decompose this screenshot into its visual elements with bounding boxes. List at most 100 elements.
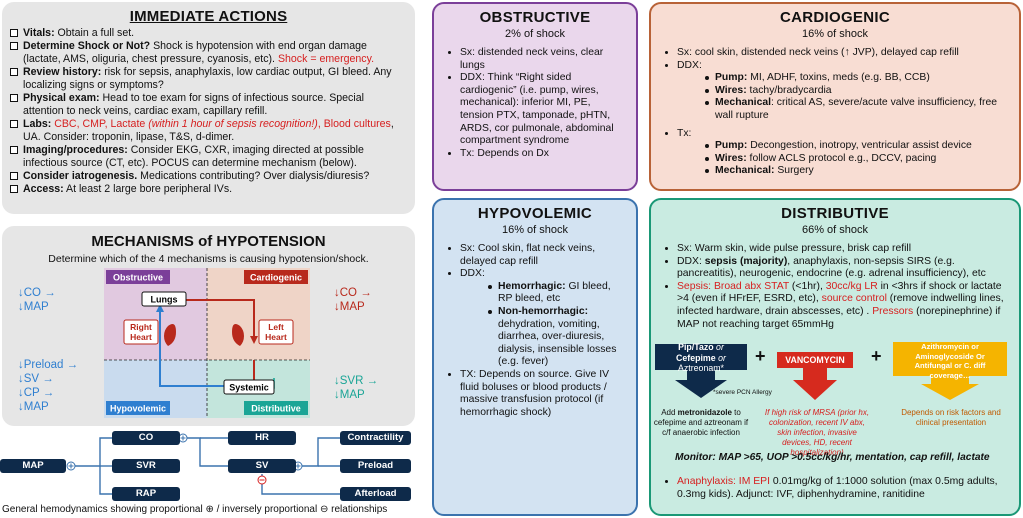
preload-box: Preload (340, 459, 411, 473)
list-item: Mechanical: Surgery (705, 165, 1009, 178)
right-bottom-effects: ↓SVR → ↓MAP (334, 375, 379, 401)
checkbox-icon (10, 120, 18, 128)
checkbox-icon (10, 29, 18, 37)
cardiogenic-label-bg (244, 270, 308, 284)
checklist-item: Access: At least 2 large bore peripheral… (10, 183, 407, 196)
checkbox-icon (10, 172, 18, 180)
immediate-actions-title: IMMEDIATE ACTIONS (129, 8, 288, 25)
checkbox-icon (10, 68, 18, 76)
left-heart-node (258, 319, 294, 345)
mechanisms-diagram: Obstructive Cardiogenic Hypovolemic Dist… (104, 268, 310, 418)
connector-line (99, 466, 112, 495)
anaphylaxis-list: Anaphylaxis: IM EPI 0.01mg/kg of 1:1000 … (661, 476, 1013, 501)
plus-icon (68, 463, 74, 469)
right-top-effects: ↓CO → ↓MAP (334, 287, 372, 313)
hypovolemic-label: Hypovolemic (110, 404, 166, 414)
left-heart-label: Left (268, 322, 284, 332)
checklist-item: Consider iatrogenesis. Medications contr… (10, 170, 407, 183)
obstructive-list: Sx: distended neck veins, clear lungs DD… (444, 47, 626, 160)
checkbox-icon (10, 146, 18, 154)
hypovolemic-pct: 16% of shock (501, 224, 569, 236)
lungs-to-left-heart-arrow (186, 299, 255, 338)
list-item: Sx: cool skin, distended neck veins (↑ J… (677, 47, 1009, 60)
list-item: Wires: follow ACLS protocol e.g., DCCV, … (705, 153, 1009, 166)
distributive-label: Distributive (251, 404, 301, 414)
cardiogenic-label: Cardiogenic (250, 273, 302, 283)
contractility-box: Contractility (340, 431, 411, 445)
lungs-node (141, 291, 187, 307)
list-item: DDX: Pump: MI, ADHF, toxins, meds (e.g. … (677, 60, 1009, 123)
plus-icon (295, 463, 301, 469)
list-item: Tx: Depends on Dx (460, 148, 626, 161)
obstructive-panel: OBSTRUCTIVE 2% of shock Sx: distended ne… (432, 2, 638, 191)
connector-line (180, 437, 228, 467)
hypovolemic-label-bg (106, 401, 170, 415)
cardiogenic-panel: CARDIOGENIC 16% of shock Sx: cool skin, … (649, 2, 1021, 191)
metronidazole-note: Add metronidazole to cefepime and aztreo… (653, 408, 749, 437)
list-item: Sx: Cool skin, flat neck veins, delayed … (460, 243, 626, 268)
co-box: CO (112, 431, 180, 445)
abx-option-1: Pip/Tazo or Cefepime or Aztreonam* (676, 342, 726, 373)
mrsa-note: If high risk of MRSA (prior hx, coloniza… (764, 408, 870, 457)
pcn-allergy-note: *severe PCN Allergy (713, 389, 772, 396)
list-item: Non-hemorrhagic: dehydration, vomiting, … (488, 306, 626, 369)
checkbox-icon (10, 185, 18, 193)
connector-line (296, 437, 340, 467)
checkbox-icon (10, 94, 18, 102)
obstructive-label: Obstructive (113, 273, 163, 283)
checklist-item: Physical exam: Head to toe exam for sign… (10, 92, 407, 118)
list-item: Tx: Pump: Decongestion, inotropy, ventri… (677, 128, 1009, 178)
left-bottom-effects: ↓Preload → ↓SV → ↓CP → ↓MAP (18, 359, 79, 413)
lungs-label: Lungs (151, 295, 178, 305)
immediate-actions-panel: IMMEDIATE ACTIONS Vitals: Obtain a full … (2, 2, 415, 214)
right-heart-label: Heart (130, 332, 152, 342)
arrowhead-icon (250, 336, 258, 344)
distributive-list: Sx: Warm skin, wide pulse pressure, bris… (661, 243, 1009, 331)
return-flow-arrow (159, 310, 224, 387)
abx-arrow-2 (777, 352, 853, 400)
distributive-pct: 66% of shock (801, 224, 869, 236)
hemodynamics-connectors (66, 433, 340, 495)
list-item: DDX: Think “Right sided cardiogenic” (i.… (460, 72, 626, 148)
heart-icon (232, 324, 244, 346)
hr-box: HR (228, 431, 296, 445)
abx-arrow-1 (655, 344, 747, 398)
plus-sign: + (755, 346, 766, 366)
list-item: Anaphylaxis: IM EPI 0.01mg/kg of 1:1000 … (677, 476, 1013, 501)
left-top-effects: ↓CO → ↓MAP (18, 287, 56, 313)
list-item: Mechanical: critical AS, severe/acute va… (705, 97, 1009, 122)
afterload-box: Afterload (340, 487, 411, 501)
checkbox-icon (10, 42, 18, 50)
risk-factors-note: Depends on risk factors and clinical pre… (901, 408, 1001, 427)
checklist-item: Labs: CBC, CMP, Lactate (within 1 hour o… (10, 118, 407, 144)
distributive-title: DISTRIBUTIVE (781, 205, 889, 222)
list-item: Pump: MI, ADHF, toxins, meds (e.g. BB, C… (705, 72, 1009, 85)
list-item: DDX: sepsis (majority), anaphylaxis, non… (677, 256, 1009, 281)
abx-arrow-3 (893, 342, 1007, 400)
list-item: Wires: tachy/bradycardia (705, 85, 1009, 98)
list-item: Sx: distended neck veins, clear lungs (460, 47, 626, 72)
mechanisms-title: MECHANISMS of HYPOTENSION (91, 233, 326, 250)
checklist-item: Determine Shock or Not? Shock is hypoten… (10, 40, 407, 66)
hemodynamics-diagram: MAP CO SVR RAP HR SV Contractility Prelo… (0, 428, 415, 504)
systemic-label: Systemic (229, 383, 269, 393)
right-heart-label: Right (130, 322, 152, 332)
cardiogenic-pct: 16% of shock (801, 28, 869, 40)
obstructive-label-bg (106, 270, 170, 284)
right-heart-node (123, 319, 159, 345)
cardiogenic-list: Sx: cool skin, distended neck veins (↑ J… (661, 47, 1009, 178)
mechanisms-panel: MECHANISMS of HYPOTENSION Determine whic… (2, 226, 415, 426)
list-item: Hemorrhagic: GI bleed, RP bleed, etc (488, 281, 626, 306)
immediate-actions-list: Vitals: Obtain a full set. Determine Sho… (10, 27, 407, 196)
cardiogenic-title: CARDIOGENIC (780, 9, 890, 26)
connector-line (261, 474, 340, 495)
list-item: DDX: Hemorrhagic: GI bleed, RP bleed, et… (460, 268, 626, 369)
rap-box: RAP (112, 487, 180, 501)
obstructive-pct: 2% of shock (505, 28, 565, 40)
hypovolemic-list: Sx: Cool skin, flat neck veins, delayed … (444, 243, 626, 419)
distributive-panel: DISTRIBUTIVE 66% of shock Sx: Warm skin,… (649, 198, 1021, 516)
checklist-item: Vitals: Obtain a full set. (10, 27, 407, 40)
checklist-item: Imaging/procedures: Consider EKG, CXR, i… (10, 144, 407, 170)
obstructive-title: OBSTRUCTIVE (479, 9, 591, 26)
abx-option-3: Azithromycin or Aminoglycoside Or Antifu… (914, 342, 986, 380)
